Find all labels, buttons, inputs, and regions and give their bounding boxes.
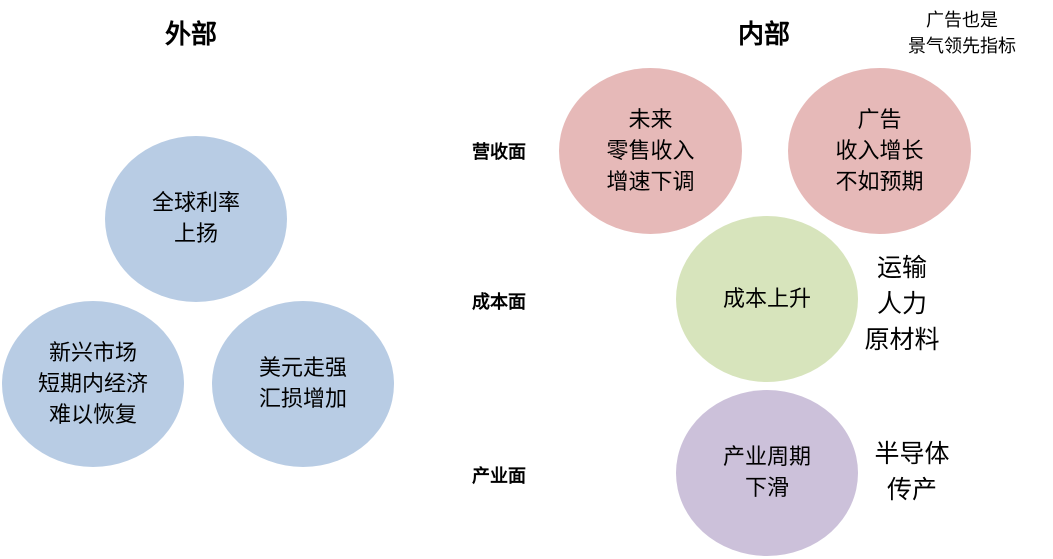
retail-growth-line-1: 未来: [628, 107, 673, 133]
global-rates-line-2: 上扬: [173, 222, 218, 247]
global-rates-circle: 全球利率 上扬: [105, 136, 287, 302]
cost-rise-line-1: 成本上升: [722, 286, 811, 312]
emerging-markets-line-1: 新兴市场: [48, 340, 137, 366]
retail-growth-circle: 未来 零售收入 增速下调: [559, 68, 742, 234]
revenue-row-label: 营收面: [472, 142, 526, 163]
industry-cycle-line-2: 下滑: [744, 476, 789, 501]
cost-row-label: 成本面: [472, 292, 526, 313]
ad-indicator-note: 广告也是 景气领先指标: [882, 8, 1042, 60]
emerging-markets-circle: 新兴市场 短期内经济 难以恢复: [2, 301, 184, 467]
ad-indicator-note-line-2: 景气领先指标: [908, 36, 1016, 57]
usd-strong-circle: 美元走强 汇损增加: [212, 301, 394, 467]
global-rates-line-1: 全球利率: [151, 191, 240, 216]
ad-growth-line-1: 广告: [857, 107, 902, 133]
retail-growth-line-3: 增速下调: [606, 169, 695, 195]
emerging-markets-line-3: 难以恢复: [48, 402, 137, 428]
cost-items-line-1: 运输: [876, 253, 927, 282]
retail-growth-line-2: 零售收入: [606, 138, 695, 164]
cost-rise-circle: 成本上升: [676, 216, 858, 382]
usd-strong-line-1: 美元走强: [258, 356, 347, 381]
internal-title: 内部: [738, 20, 791, 50]
ad-indicator-note-line-1: 广告也是: [926, 10, 998, 31]
industry-cycle-line-1: 产业周期: [722, 445, 811, 470]
emerging-markets-line-2: 短期内经济: [37, 371, 148, 397]
ad-growth-circle: 广告 收入增长 不如预期: [788, 68, 971, 234]
industry-items-note: 半导体 传产: [857, 436, 967, 508]
cost-items-note: 运输 人力 原材料: [852, 250, 952, 358]
industry-items-line-1: 半导体: [874, 439, 950, 468]
industry-cycle-circle: 产业周期 下滑: [676, 390, 858, 556]
external-title: 外部: [165, 20, 218, 50]
usd-strong-line-2: 汇损增加: [258, 387, 347, 412]
ad-growth-line-2: 收入增长: [835, 138, 924, 164]
cost-items-line-2: 人力: [876, 289, 927, 318]
industry-items-line-2: 传产: [886, 475, 937, 504]
ad-growth-line-3: 不如预期: [835, 169, 924, 195]
cost-items-line-3: 原材料: [864, 325, 940, 354]
industry-row-label: 产业面: [472, 466, 526, 487]
